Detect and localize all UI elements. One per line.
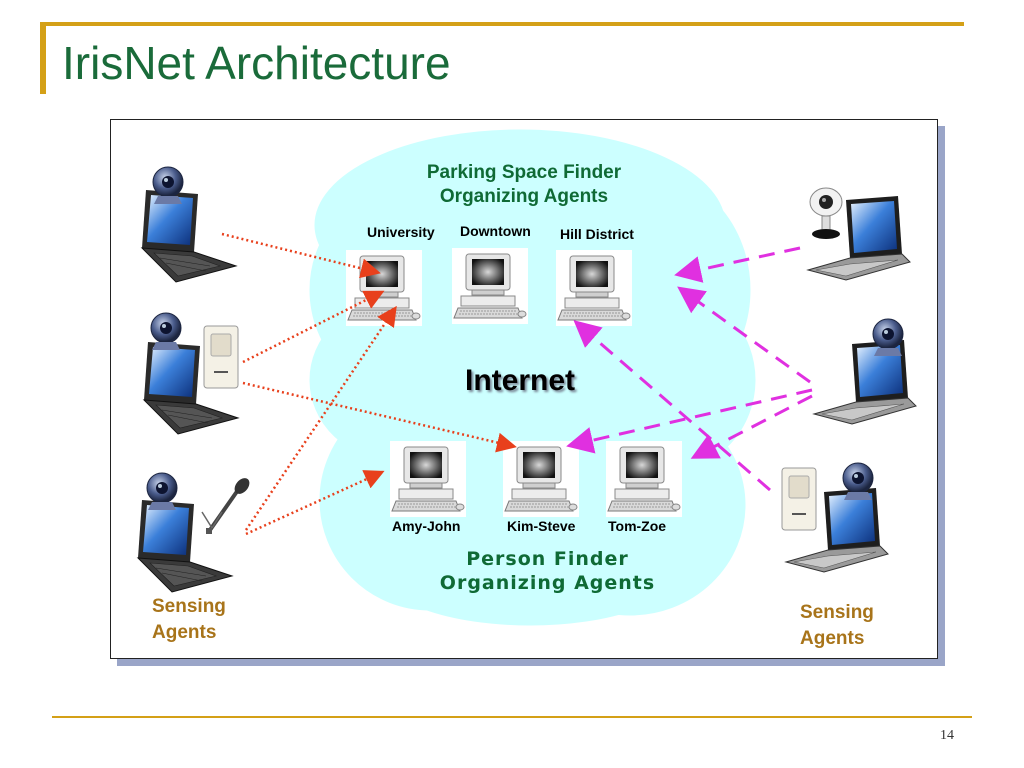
- title-accent-bar-vertical: [40, 22, 46, 94]
- sensing-agents-left-label: Sensing Agents: [152, 596, 226, 643]
- sensing-links-left: [221, 232, 517, 536]
- page-number: 14: [940, 728, 954, 743]
- laptop-webcam-icon: [141, 166, 237, 283]
- microphone-icon: [201, 478, 250, 534]
- slide-title: IrisNet Architecture: [62, 37, 451, 89]
- sensing-links-right: [566, 246, 813, 492]
- person-finder-title: Person Finder Organizing Agents: [439, 548, 656, 594]
- title-accent-bar: [40, 22, 964, 26]
- node-label-downtown: Downtown: [460, 223, 531, 239]
- node-label-tom-zoe: Tom-Zoe: [608, 518, 667, 534]
- laptop-webcam-motion-sensor-icon: [143, 312, 239, 435]
- internet-label: Internet: [465, 364, 576, 397]
- desktop-computer-icon: [605, 440, 683, 518]
- node-label-university: University: [367, 224, 435, 240]
- desktop-computer-icon: [451, 247, 529, 325]
- desktop-computer-icon: [555, 249, 633, 327]
- laptop-webcam-microphone-icon: [137, 472, 250, 593]
- desktop-computer-icon: [389, 440, 467, 518]
- sensing-agents-right-label: Sensing Agents: [800, 602, 874, 649]
- laptop-motion-sensor-webcam-icon: [781, 462, 889, 573]
- laptop-webcam-icon: [807, 187, 911, 281]
- footer-divider: [52, 716, 972, 718]
- node-label-hill-district: Hill District: [560, 226, 634, 242]
- desktop-computer-icon: [502, 440, 580, 518]
- node-label-kim-steve: Kim-Steve: [507, 518, 576, 534]
- node-label-amy-john: Amy-John: [392, 518, 461, 534]
- desktop-computer-icon: [345, 249, 423, 327]
- laptop-webcam-icon: [813, 318, 917, 425]
- parking-finder-title: Parking Space Finder Organizing Agents: [426, 162, 622, 207]
